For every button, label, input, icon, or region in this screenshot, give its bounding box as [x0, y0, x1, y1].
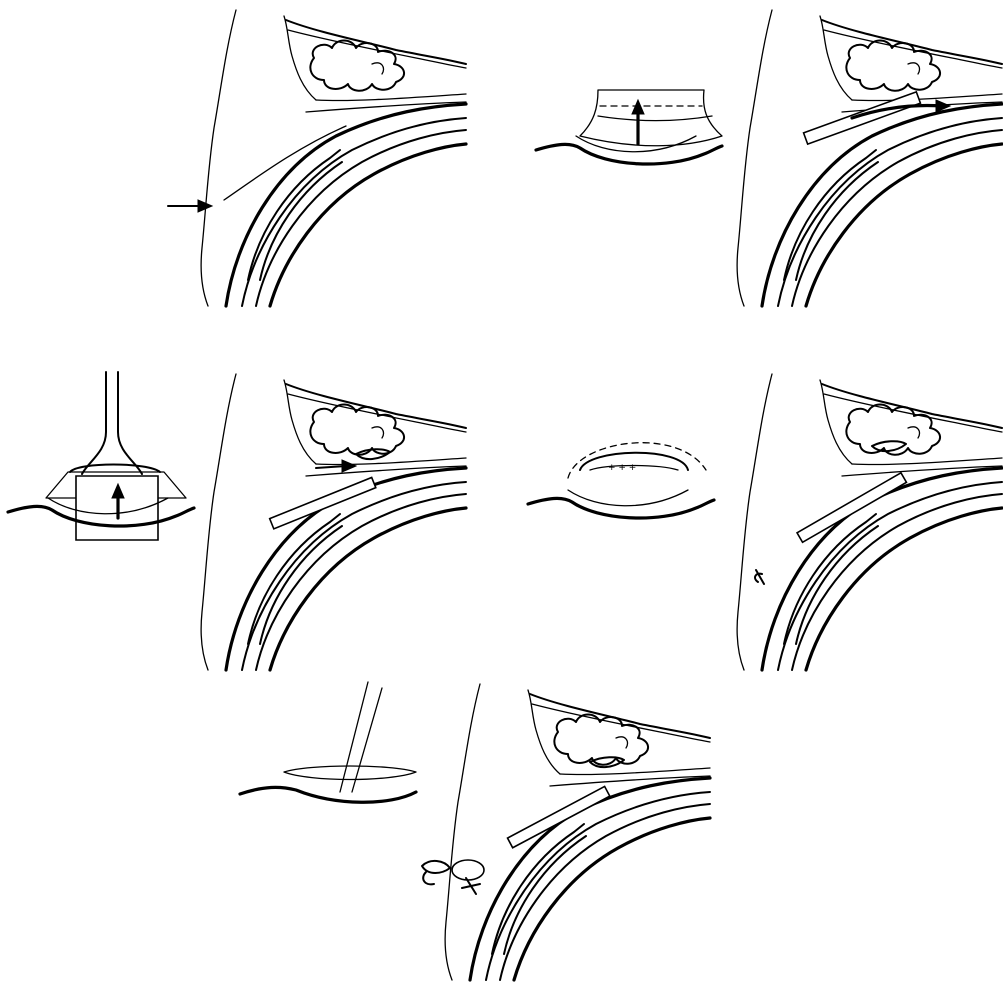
svg-text:+ + +: + + + — [608, 463, 636, 473]
panel-3-forceps-detail — [8, 372, 194, 540]
panel-2-eyelid-section — [737, 10, 1002, 306]
panel-2-lid-margin-detail — [536, 90, 722, 164]
panel-4-eyelid-section — [737, 374, 1002, 670]
panel-3-eyelid-section — [201, 374, 466, 670]
panel-5-suture-detail — [240, 682, 416, 802]
panel-5-eyelid-section — [422, 684, 710, 980]
panel-1-eyelid-section — [201, 10, 466, 306]
panel-4-lid-margin-detail: + + + — [528, 443, 714, 518]
